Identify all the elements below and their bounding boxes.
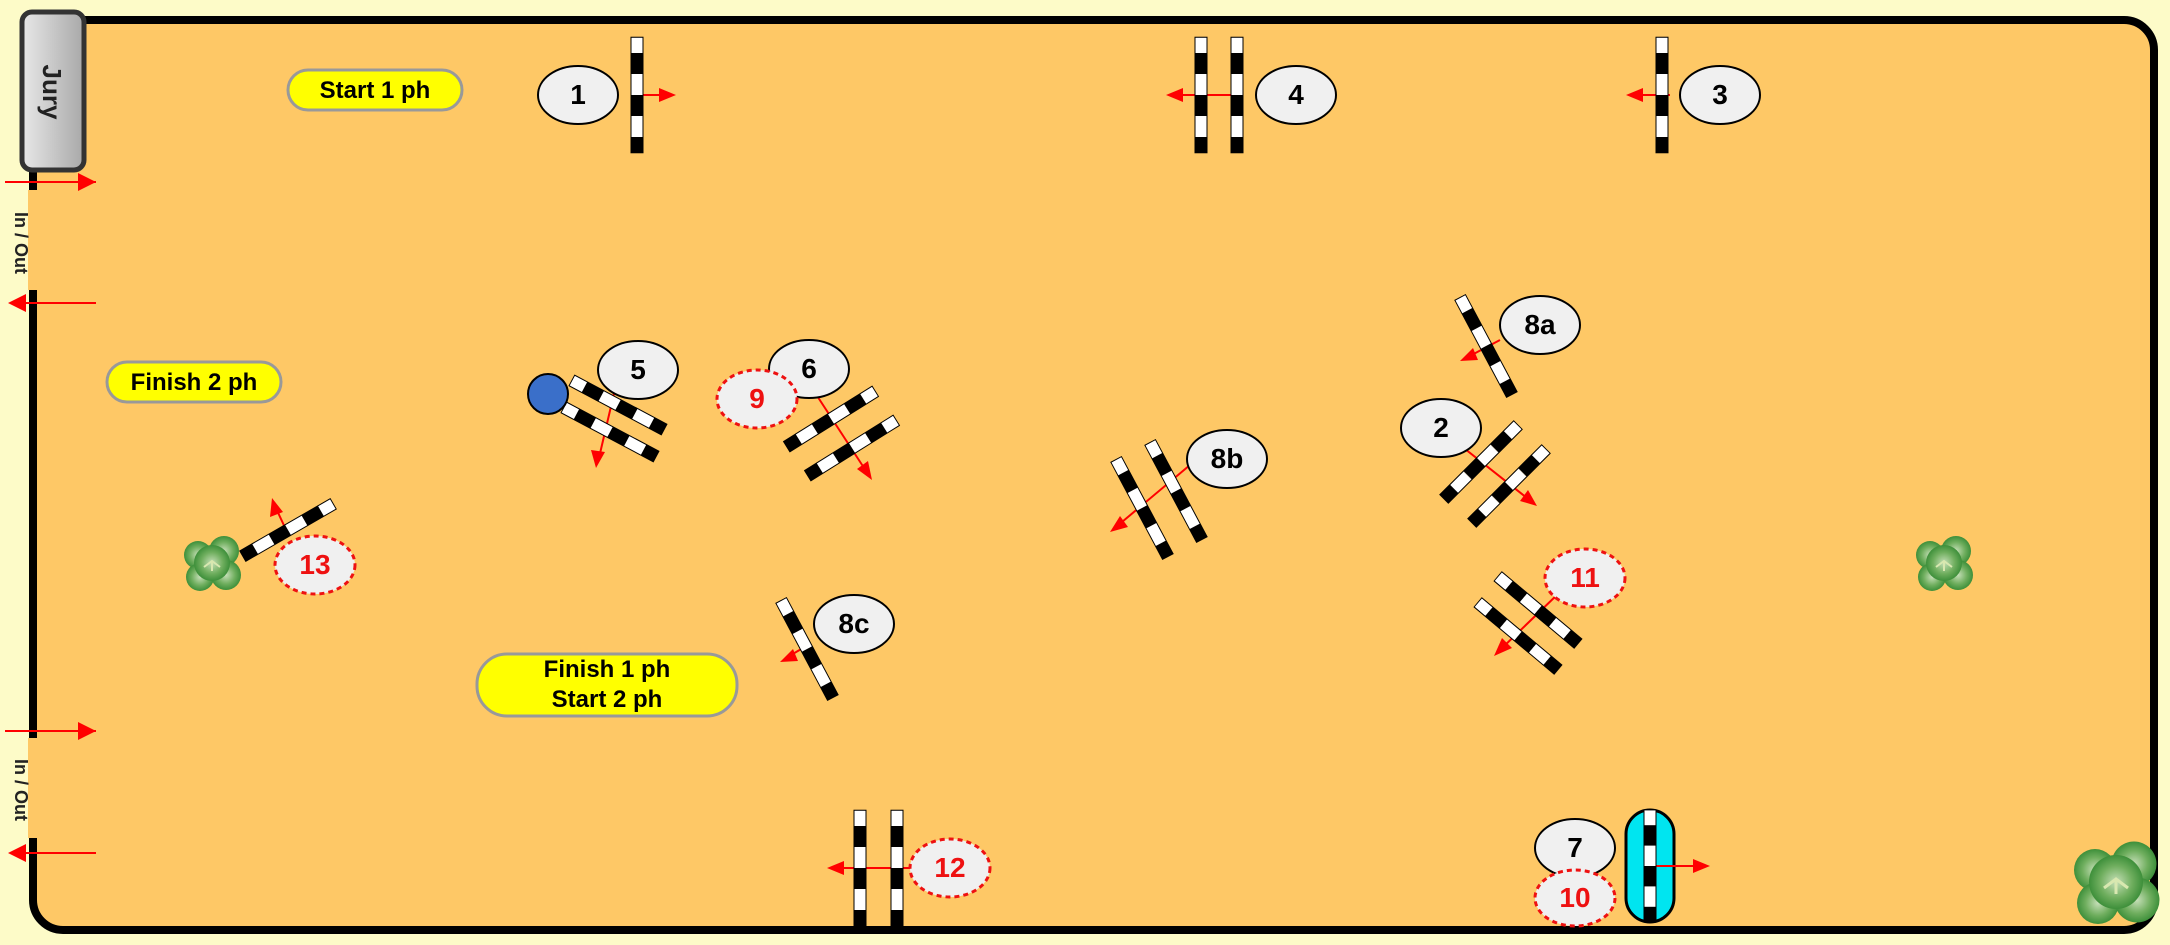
- obstacle-11: 11: [1473, 547, 1627, 675]
- finish-1-start-2-phase-label: Finish 1 ph Start 2 ph: [475, 652, 739, 718]
- svg-text:Finish 1 ph: Finish 1 ph: [544, 656, 671, 683]
- obstacle-1: 1: [537, 36, 676, 154]
- arena: [29, 16, 2158, 934]
- tree-icon: [1915, 535, 1974, 592]
- obstacle-number: 1: [570, 79, 586, 110]
- entrance-label: In / Out: [11, 759, 31, 821]
- obstacle-number: 6: [801, 353, 817, 384]
- jury-label: Jury: [37, 65, 67, 120]
- svg-text:Start 1 ph: Start 1 ph: [320, 77, 431, 104]
- obstacle-3: 3: [1626, 36, 1761, 154]
- wing-circle-icon: [527, 373, 569, 415]
- obstacle-number: 2: [1433, 412, 1449, 443]
- obstacle-5: 5: [527, 340, 679, 468]
- entrance-top: In / Out: [5, 173, 96, 312]
- obstacle-8a: 8a: [1454, 294, 1581, 398]
- obstacle-12: 12: [827, 809, 992, 927]
- svg-text:Start 2 ph: Start 2 ph: [552, 686, 663, 713]
- obstacle-9: 9: [715, 368, 799, 430]
- jury-box: Jury: [19, 9, 87, 173]
- obstacle-10: 10: [1533, 868, 1617, 928]
- obstacle-number: 13: [299, 549, 330, 580]
- obstacle-4: 4: [1166, 36, 1337, 154]
- obstacle-number: 8a: [1524, 309, 1556, 340]
- obstacle-number: 12: [934, 852, 965, 883]
- obstacle-7: 7: [1534, 808, 1710, 924]
- obstacle-number: 10: [1559, 882, 1590, 913]
- entrance-bottom: In / Out: [5, 722, 96, 862]
- obstacle-8b: 8b: [1110, 429, 1268, 560]
- start-1-phase-label: Start 1 ph: [286, 68, 464, 112]
- obstacle-number: 5: [630, 354, 646, 385]
- obstacle-8c: 8c: [775, 594, 895, 701]
- finish-2-phase-label: Finish 2 ph: [105, 360, 283, 404]
- obstacle-number: 7: [1567, 832, 1583, 863]
- obstacle-number: 9: [749, 383, 765, 414]
- svg-text:Finish 2 ph: Finish 2 ph: [131, 369, 258, 396]
- obstacle-number: 8c: [838, 608, 869, 639]
- tree-icon: [2072, 840, 2161, 926]
- entrance-label: In / Out: [11, 212, 31, 274]
- obstacle-number: 11: [1570, 562, 1600, 593]
- obstacle-number: 3: [1712, 79, 1728, 110]
- obstacle-number: 4: [1288, 79, 1304, 110]
- obstacle-2: 2: [1400, 398, 1551, 528]
- obstacle-13: 13: [239, 498, 357, 596]
- tree-icon: [183, 535, 242, 592]
- obstacle-number: 8b: [1211, 443, 1244, 474]
